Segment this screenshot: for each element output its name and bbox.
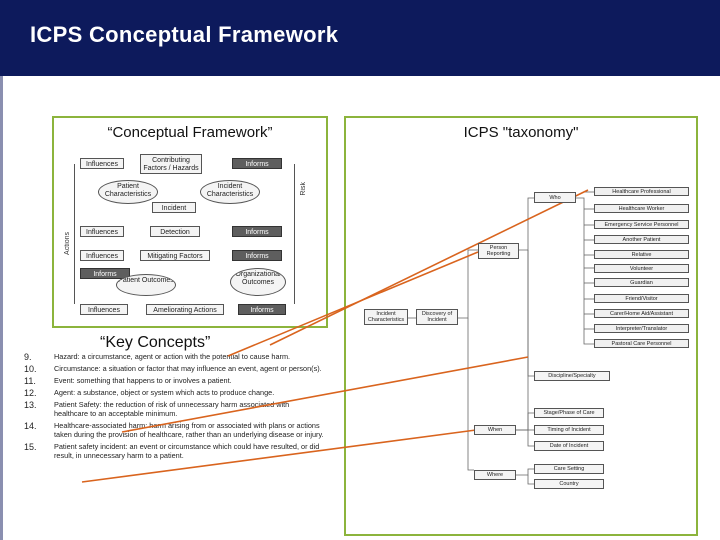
informs-box-4: Informs: [80, 268, 130, 279]
tax-who-leaf: Interpreter/Translator: [594, 324, 689, 333]
tax-who-leaf: Healthcare Worker: [594, 204, 689, 213]
informs-box-3: Informs: [232, 250, 282, 261]
informs-box-1: Informs: [232, 158, 282, 169]
tax-when-leaf: Timing of Incident: [534, 425, 604, 435]
patient-characteristics-oval: Patient Characteristics: [98, 180, 158, 204]
tax-who-leaf: Emergency Service Personnel: [594, 220, 689, 229]
key-concepts-list: 9.Hazard: a circumstance, agent or actio…: [24, 352, 324, 463]
tax-discipline-specialty: Discipline/Specialty: [534, 371, 610, 381]
tax-when-leaf: Date of Incident: [534, 441, 604, 451]
informs-box-2: Informs: [232, 226, 282, 237]
conceptual-framework-heading: “Conceptual Framework”: [107, 124, 273, 141]
left-rule: [0, 76, 3, 540]
tax-who-leaf: Carer/Home Aid/Assistant: [594, 309, 689, 318]
tax-person-reporting: Person Reporting: [478, 243, 519, 259]
influences-box-1: Influences: [80, 158, 124, 169]
tax-who: Who: [534, 192, 576, 203]
taxonomy-heading: ICPS "taxonomy": [463, 124, 579, 141]
contributing-factors-box: Contributing Factors / Hazards: [140, 154, 202, 174]
key-concept-item: 9.Hazard: a circumstance, agent or actio…: [24, 352, 291, 362]
key-concepts-heading: “Key Concepts”: [100, 334, 211, 351]
tax-discovery-of-incident: Discovery of Incident: [416, 309, 458, 325]
title-bar: ICPS Conceptual Framework: [0, 0, 720, 76]
tax-when-leaf: Stage/Phase of Care: [534, 408, 604, 418]
tax-incident-characteristics: Incident Characteristics: [364, 309, 408, 325]
influences-box-4: Influences: [80, 304, 128, 315]
key-concept-item: 10.Circumstance: a situation or factor t…: [24, 364, 322, 374]
key-concept-item: 13.Patient Safety: the reduction of risk…: [24, 400, 290, 418]
incident-box: Incident: [152, 202, 196, 213]
organizational-outcomes-oval: Organizational Outcomes: [230, 268, 286, 296]
tax-who-leaf: Another Patient: [594, 235, 689, 244]
patient-outcomes-oval: Patient Outcomes: [116, 274, 176, 296]
ameliorating-actions-box: Ameliorating Actions: [146, 304, 224, 315]
slide-title: ICPS Conceptual Framework: [30, 22, 339, 47]
tax-who-leaf: Guardian: [594, 278, 689, 287]
key-concept-item: 15.Patient safety incident: an event or …: [24, 442, 320, 460]
tax-who-leaf: Healthcare Professional: [594, 187, 689, 196]
tax-where-leaf: Care Setting: [534, 464, 604, 474]
key-concept-item: 12.Agent: a substance, object or system …: [24, 388, 275, 398]
influences-box-3: Influences: [80, 250, 124, 261]
tax-who-leaf: Relative: [594, 250, 689, 259]
incident-characteristics-oval: Incident Characteristics: [200, 180, 260, 204]
framework-diagram: Actions Risk Influences Contributing Fac…: [62, 152, 308, 320]
tax-who-leaf: Volunteer: [594, 264, 689, 273]
tax-who-leaf: Friend/Visitor: [594, 294, 689, 303]
tax-who-leaf: Pastoral Care Personnel: [594, 339, 689, 348]
diagram-right-bar: [294, 164, 295, 304]
diagram-left-bar: [74, 164, 75, 304]
mitigating-factors-box: Mitigating Factors: [140, 250, 210, 261]
informs-box-5: Informs: [238, 304, 286, 315]
tax-when: When: [474, 425, 516, 435]
tax-where-leaf: Country: [534, 479, 604, 489]
key-concept-item: 14.Healthcare-associated harm: harm aris…: [24, 421, 324, 439]
detection-box: Detection: [150, 226, 200, 237]
key-concept-item: 11.Event: something that happens to or i…: [24, 376, 232, 386]
influences-box-2: Influences: [80, 226, 124, 237]
conceptual-framework-panel: “Conceptual Framework”: [52, 116, 328, 328]
tax-where: Where: [474, 470, 516, 480]
